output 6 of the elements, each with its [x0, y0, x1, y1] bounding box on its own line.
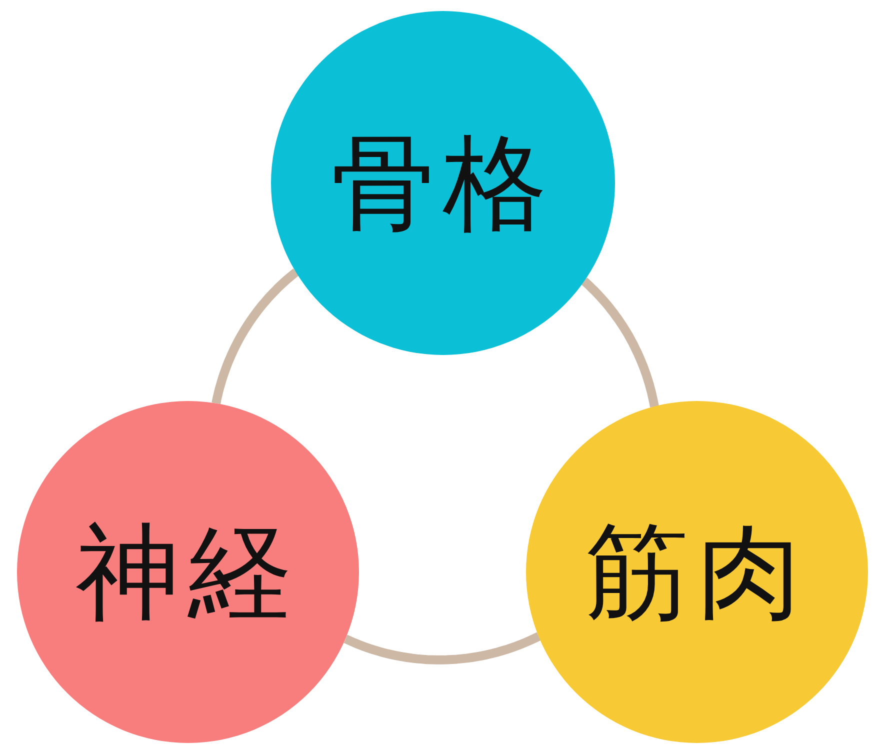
circle-label: 骨格 [331, 131, 555, 235]
circle-label: 神経 [76, 520, 300, 624]
circle-label: 筋肉 [585, 520, 809, 624]
ring-arc [581, 278, 659, 408]
ring-arc [212, 268, 299, 404]
ring-arc [344, 632, 541, 664]
